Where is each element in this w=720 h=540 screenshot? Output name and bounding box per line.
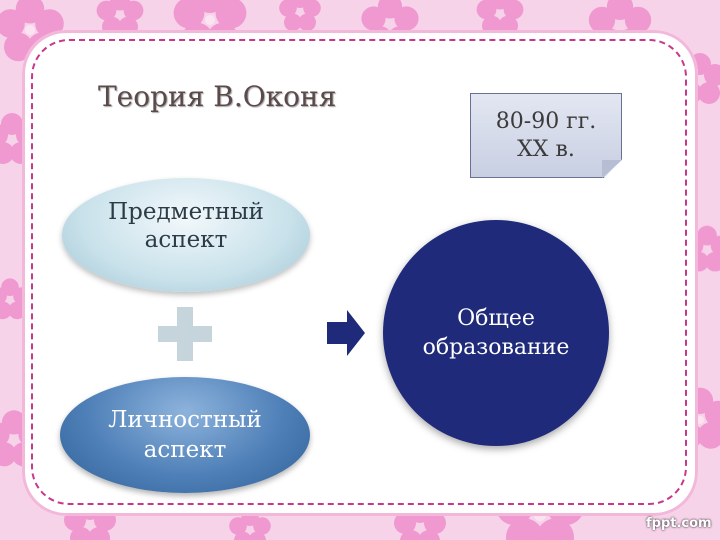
personal-aspect-ellipse: Личностный аспект [60, 377, 310, 493]
result-line2: образование [422, 335, 570, 360]
subject-aspect-line2: аспект [144, 227, 228, 253]
personal-aspect-line1: Личностный [108, 407, 262, 433]
personal-aspect-line2: аспект [143, 437, 227, 463]
subject-aspect-ellipse: Предметный аспект [62, 178, 310, 292]
date-note-line1: 80-90 гг. [495, 108, 597, 134]
date-note: 80-90 гг. XX в. [470, 93, 622, 178]
arrow-right-icon [327, 310, 365, 356]
plus-icon [158, 307, 212, 361]
general-education-circle: Общее образование [383, 220, 609, 446]
date-note-line2: XX в. [517, 136, 575, 162]
subject-aspect-line1: Предметный [108, 199, 264, 225]
dashed-border [31, 39, 687, 505]
slide-title: Теория В.Оконя [98, 80, 337, 113]
result-line1: Общее [457, 306, 535, 331]
watermark-logo: fppt.com [646, 516, 712, 531]
